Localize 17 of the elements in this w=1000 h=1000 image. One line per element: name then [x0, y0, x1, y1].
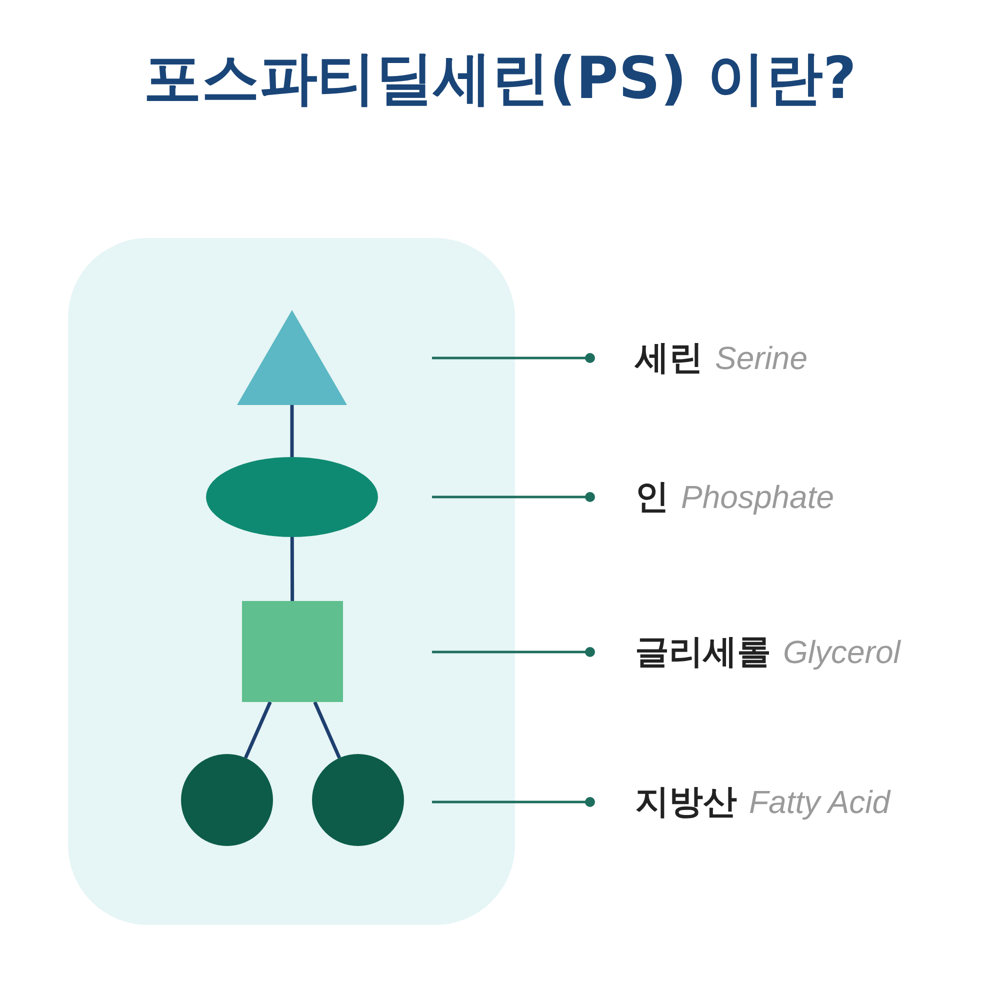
- connector-line: [313, 701, 342, 759]
- connector-line: [290, 537, 294, 601]
- leader-line: [432, 353, 595, 363]
- korean-term-label: 인: [635, 476, 669, 519]
- english-term-label: Fatty Acid: [749, 784, 890, 820]
- english-term-label: Phosphate: [681, 478, 834, 516]
- leader-line: [432, 647, 595, 657]
- title: 포스파티딜세린(PS) 이란?: [142, 43, 858, 114]
- english-term-label: Serine: [715, 340, 808, 376]
- connector-line: [244, 701, 272, 759]
- korean-term-label: 세린: [635, 337, 703, 380]
- korean-term-label: 글리세롤: [635, 631, 771, 674]
- english-term-label: Glycerol: [783, 634, 900, 670]
- leader-line: [432, 797, 595, 807]
- korean-term-label: 지방산: [635, 781, 737, 824]
- connector-line: [290, 405, 294, 457]
- leader-line: [432, 492, 595, 502]
